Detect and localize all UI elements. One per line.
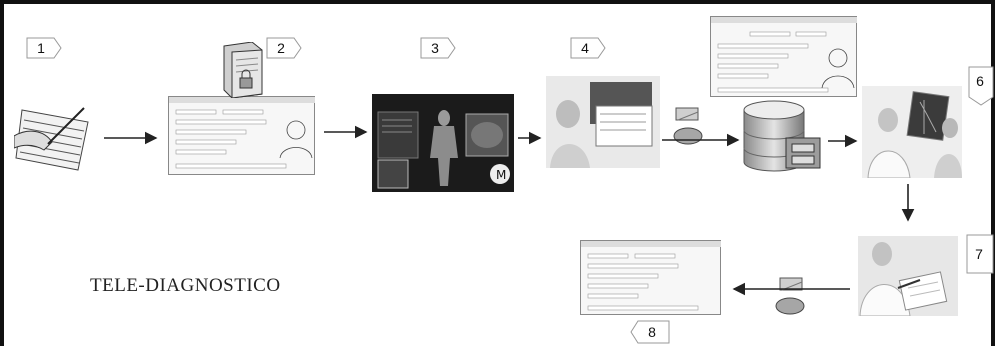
step-badge-6: 6: [968, 66, 994, 106]
mail-folder-icon: [775, 277, 805, 315]
step-badge-3: 3: [420, 37, 456, 59]
doctor-workstation-icon: [546, 76, 660, 168]
handwritten-form-icon: [14, 107, 89, 171]
database-cabinet-icon: [743, 100, 821, 172]
step-badge-4: 4: [570, 37, 606, 59]
step-badge-7: 7: [966, 234, 994, 274]
diagram-title: TELE-DIAGNOSTICO: [90, 275, 281, 296]
medical-3d-viewer-icon: M: [372, 94, 514, 192]
form-screen-icon: [168, 96, 315, 175]
form-screen-icon: [580, 240, 721, 315]
form-screen-icon: [710, 16, 857, 97]
doctor-writing-icon: [858, 236, 958, 316]
xray-review-icon: [862, 86, 962, 178]
secure-server-icon: [223, 42, 263, 98]
step-badge-8: 8: [630, 320, 670, 344]
step-badge-1: 1: [26, 37, 62, 59]
svg-text:M: M: [496, 168, 506, 182]
step-badge-2: 2: [266, 37, 302, 59]
